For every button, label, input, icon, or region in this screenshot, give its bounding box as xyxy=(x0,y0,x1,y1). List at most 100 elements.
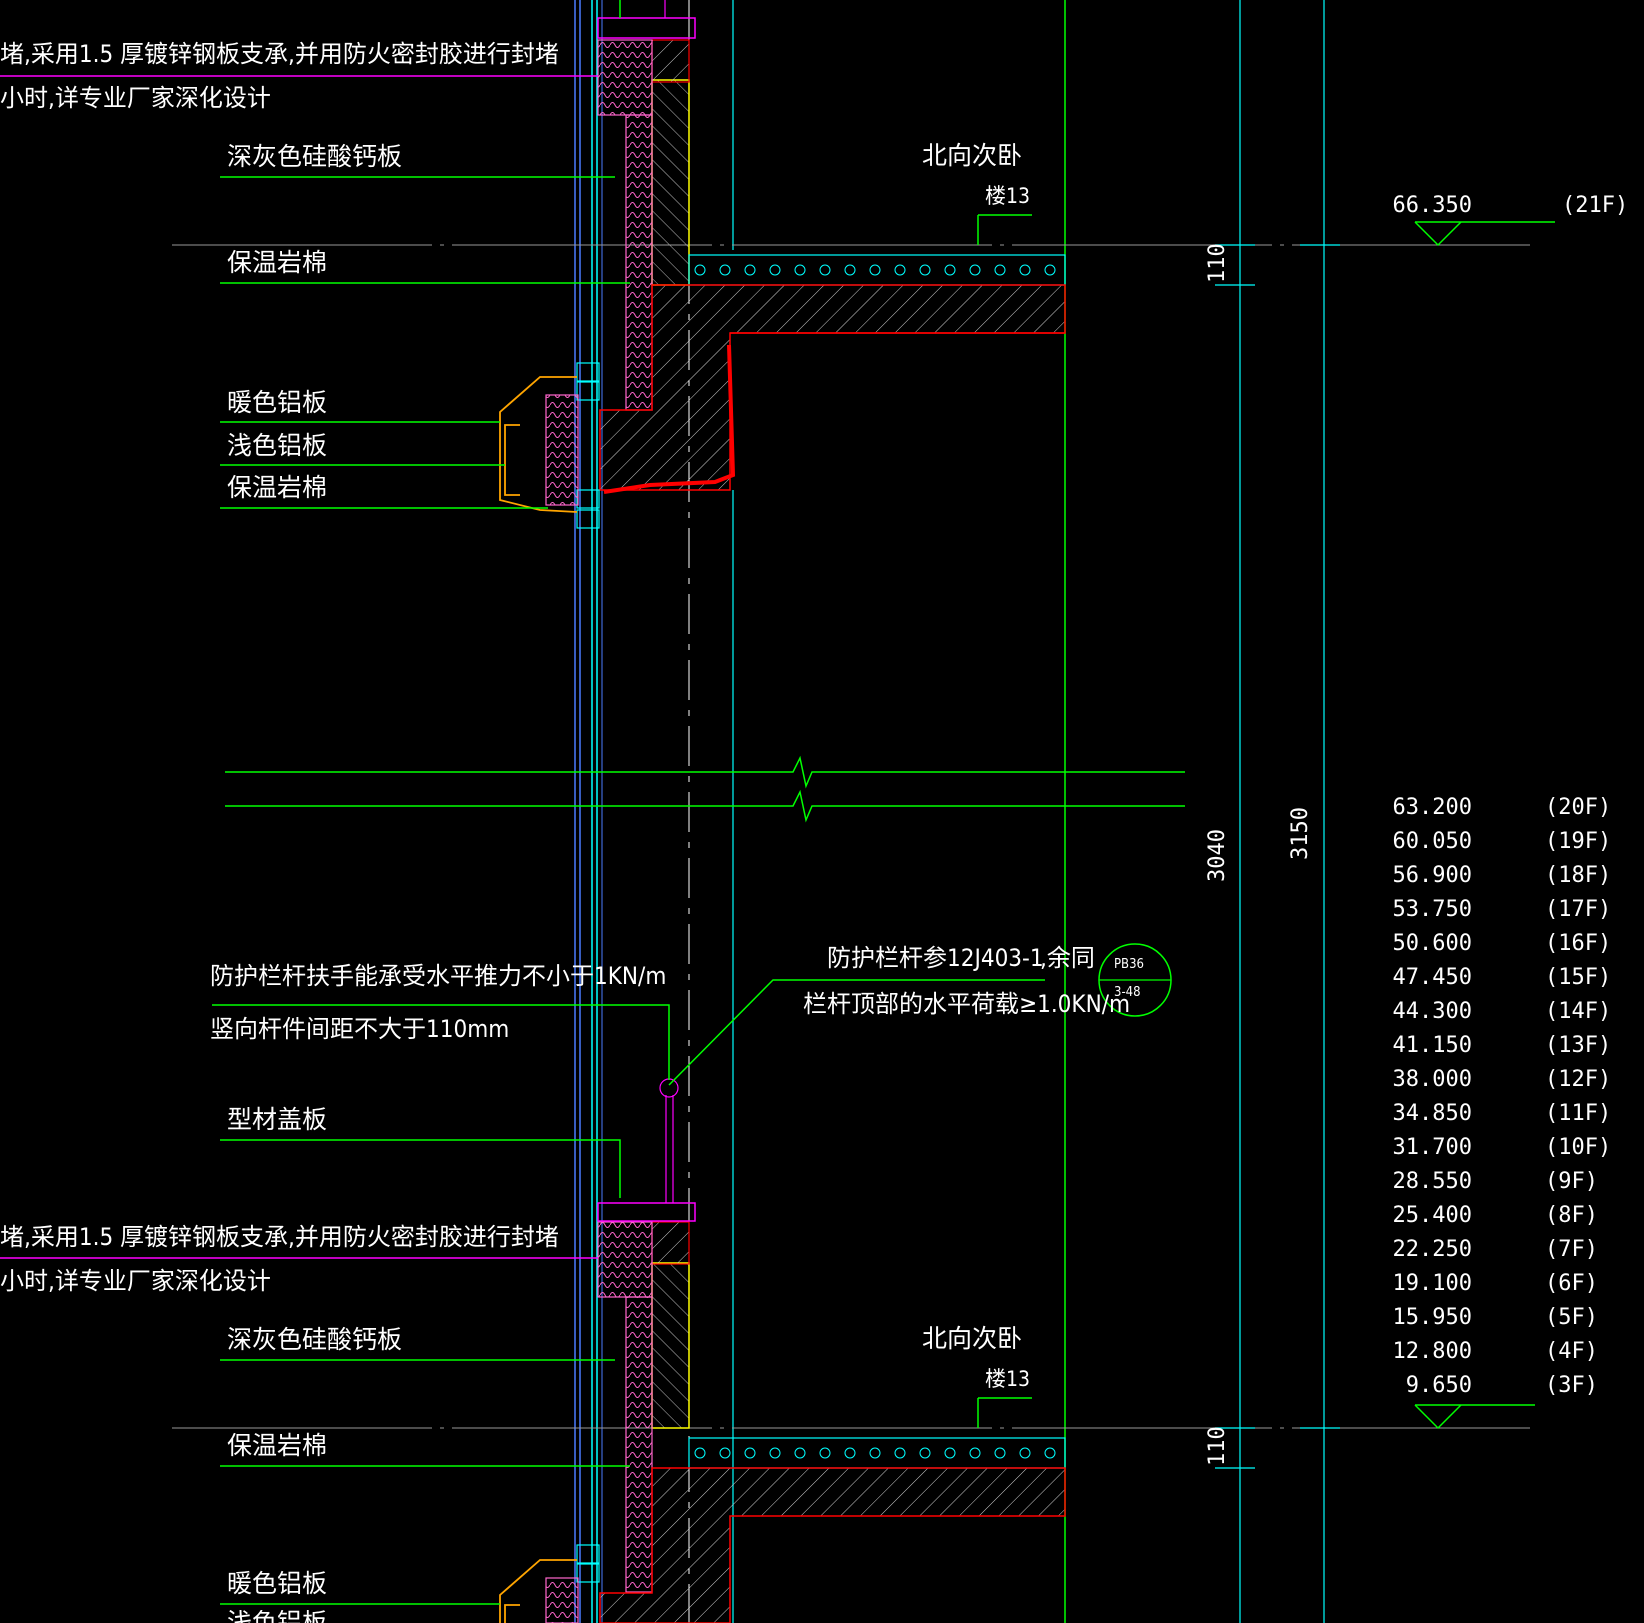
finish-circle xyxy=(769,1447,781,1459)
note-top-line1: 堵,采用1.5 厚镀锌钢板支承,并用防火密封胶进行封堵 xyxy=(0,40,559,68)
elevation-value: 19.100 xyxy=(1392,1271,1472,1296)
label-light-aluminum-bottom: 浅色铝板 xyxy=(227,1610,327,1623)
finish-circle xyxy=(794,264,806,276)
dim-storey-height: 3150 xyxy=(1288,807,1313,860)
elevation-floor: (20F) xyxy=(1545,795,1612,820)
finish-circle xyxy=(869,1447,881,1459)
railing-note-2: 竖向杆件间距不大于110mm xyxy=(210,1015,510,1043)
leader-lines xyxy=(0,75,1045,1605)
room-name-bottom: 北向次卧 xyxy=(922,1324,1023,1353)
elevation-floor: (16F) xyxy=(1545,931,1612,956)
elevation-value: 15.950 xyxy=(1392,1305,1472,1330)
label-light-aluminum-top: 浅色铝板 xyxy=(227,431,328,460)
elevation-top-floor: (21F) xyxy=(1562,193,1629,218)
finish-circle xyxy=(794,1447,806,1459)
finish-circle xyxy=(944,264,956,276)
elevation-floor: (6F) xyxy=(1545,1271,1598,1296)
floor-finish-circles-bottom xyxy=(694,1447,1056,1459)
finish-circle xyxy=(819,1447,831,1459)
finish-circle xyxy=(969,264,981,276)
elevation-floor: (12F) xyxy=(1545,1067,1612,1092)
finish-circle xyxy=(769,264,781,276)
note-bottom-line2: 小时,详专业厂家深化设计 xyxy=(0,1267,271,1295)
break-lines xyxy=(225,755,1185,823)
elevation-floor: (18F) xyxy=(1545,863,1612,888)
finish-circle xyxy=(694,1447,706,1459)
dim-slab-bottom: 110 xyxy=(1205,1426,1230,1466)
label-rockwool-bottom-1: 保温岩棉 xyxy=(227,1431,328,1460)
elevation-floor: (13F) xyxy=(1545,1033,1612,1058)
finish-circle xyxy=(744,1447,756,1459)
elevation-floor: (17F) xyxy=(1545,897,1612,922)
finish-circle xyxy=(719,264,731,276)
elevation-floor: (9F) xyxy=(1545,1169,1598,1194)
elevation-floor: (8F) xyxy=(1545,1203,1598,1228)
label-calcium-board-top: 深灰色硅酸钙板 xyxy=(227,142,403,171)
elevation-value: 28.550 xyxy=(1392,1169,1472,1194)
finish-circle xyxy=(969,1447,981,1459)
elevation-value: 50.600 xyxy=(1392,931,1472,956)
label-warm-aluminum-top: 暖色铝板 xyxy=(227,388,328,417)
elevation-floor: (10F) xyxy=(1545,1135,1612,1160)
elevation-value: 41.150 xyxy=(1392,1033,1472,1058)
finish-circle xyxy=(844,1447,856,1459)
label-warm-aluminum-bottom: 暖色铝板 xyxy=(227,1569,328,1598)
detail-callout-circle xyxy=(1098,943,1172,1017)
elevation-value: 31.700 xyxy=(1392,1135,1472,1160)
finish-circle xyxy=(894,1447,906,1459)
railing-load: 栏杆顶部的水平荷载≥1.0KN/m xyxy=(803,990,1131,1018)
elevation-value: 47.450 xyxy=(1392,965,1472,990)
detail-callout-bottom: 3-48 xyxy=(1114,985,1141,1000)
elevation-floor: (5F) xyxy=(1545,1305,1598,1330)
railing-ref-tail: ,余同 xyxy=(1040,944,1095,972)
note-bottom-line1: 堵,采用1.5 厚镀锌钢板支承,并用防火密封胶进行封堵 xyxy=(0,1223,559,1251)
finish-circle xyxy=(819,264,831,276)
elevation-value: 25.400 xyxy=(1392,1203,1472,1228)
finish-circle xyxy=(1019,264,1031,276)
finish-circle xyxy=(694,264,706,276)
elevation-floor: (3F) xyxy=(1545,1373,1598,1398)
railing-note-1: 防护栏杆扶手能承受水平推力不小于1KN/m xyxy=(210,962,667,990)
elevation-value: 38.000 xyxy=(1392,1067,1472,1092)
finish-circle xyxy=(869,264,881,276)
railing-ref: 防护栏杆参12J403-1 xyxy=(827,944,1044,972)
elevation-value: 22.250 xyxy=(1392,1237,1472,1262)
detail-callout-top: PB36 xyxy=(1114,957,1144,972)
elevation-floor: (11F) xyxy=(1545,1101,1612,1126)
dimension-ticks xyxy=(1215,244,1340,1469)
elevation-value: 44.300 xyxy=(1392,999,1472,1024)
label-profile-cover: 型材盖板 xyxy=(227,1105,328,1134)
top-slab-section xyxy=(499,0,1066,529)
finish-circle xyxy=(844,264,856,276)
room-name-top: 北向次卧 xyxy=(922,141,1023,170)
floor-tag-bottom: 楼13 xyxy=(985,1367,1031,1391)
elevation-floor: (14F) xyxy=(1545,999,1612,1024)
dim-clear-height: 3040 xyxy=(1205,829,1230,882)
elevation-value: 9.650 xyxy=(1405,1373,1472,1398)
finish-circle xyxy=(994,264,1006,276)
finish-circle xyxy=(944,1447,956,1459)
floor-finish-circles-top xyxy=(694,264,1056,276)
bottom-slab-section xyxy=(499,1078,1066,1623)
finish-circle xyxy=(894,264,906,276)
finish-circle xyxy=(744,264,756,276)
dim-slab-top: 110 xyxy=(1205,243,1230,283)
elevation-value: 53.750 xyxy=(1392,897,1472,922)
elevation-value: 34.850 xyxy=(1392,1101,1472,1126)
finish-circle xyxy=(1019,1447,1031,1459)
elevation-top-value: 66.350 xyxy=(1392,193,1472,218)
finish-circle xyxy=(919,264,931,276)
label-rockwool-top-1: 保温岩棉 xyxy=(227,248,328,277)
elevation-value: 56.900 xyxy=(1392,863,1472,888)
finish-circle xyxy=(919,1447,931,1459)
finish-circle xyxy=(719,1447,731,1459)
elevation-value: 63.200 xyxy=(1392,795,1472,820)
finish-circle xyxy=(994,1447,1006,1459)
elevation-value: 60.050 xyxy=(1392,829,1472,854)
elevation-value: 12.800 xyxy=(1392,1339,1472,1364)
finish-circle xyxy=(1044,1447,1056,1459)
elevation-markers xyxy=(1414,221,1555,1430)
elevation-floor: (19F) xyxy=(1545,829,1612,854)
label-rockwool-top-2: 保温岩棉 xyxy=(227,473,328,502)
